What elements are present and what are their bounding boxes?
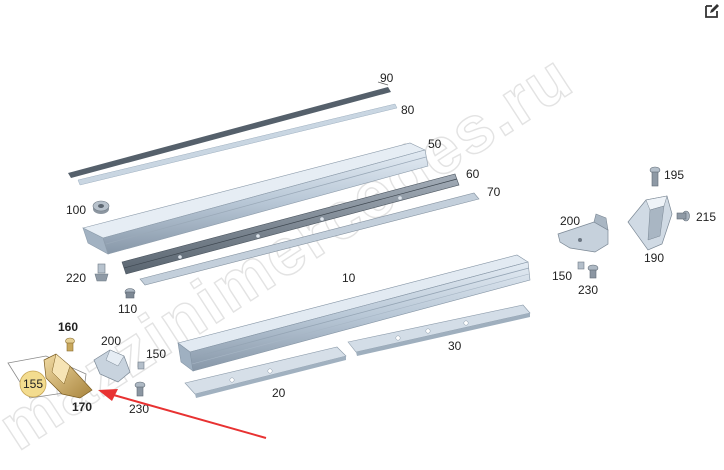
callout-195: 195 xyxy=(664,168,684,182)
callout-170: 170 xyxy=(72,400,92,414)
part-110-screw[interactable] xyxy=(124,288,136,299)
part-80-strip[interactable] xyxy=(77,103,398,186)
callout-30: 30 xyxy=(448,339,462,353)
part-195-bolt[interactable] xyxy=(649,166,661,187)
callout-90: 90 xyxy=(380,71,394,85)
callout-150-left: 150 xyxy=(146,347,166,361)
part-170-highlighted[interactable] xyxy=(43,353,93,399)
callout-200-right: 200 xyxy=(560,214,580,228)
callout-20: 20 xyxy=(272,386,286,400)
part-190-bracket[interactable] xyxy=(627,195,673,251)
part-150-nut-right[interactable] xyxy=(577,261,585,270)
part-100-grommet[interactable] xyxy=(92,200,110,214)
part-150-nut-left[interactable] xyxy=(137,361,145,370)
part-160-pin[interactable] xyxy=(65,337,75,352)
part-10-main-rail[interactable] xyxy=(177,254,531,372)
callout-70: 70 xyxy=(487,185,501,199)
part-60-channel[interactable] xyxy=(121,173,460,275)
callout-80: 80 xyxy=(401,103,415,117)
callout-230-left: 230 xyxy=(129,402,149,416)
callout-150-right: 150 xyxy=(552,269,572,283)
callout-190: 190 xyxy=(644,251,664,265)
callout-155: 155 xyxy=(23,377,43,391)
part-200-bracket-right[interactable] xyxy=(557,213,609,253)
callout-50: 50 xyxy=(428,137,442,151)
callout-badge-155[interactable]: 155 xyxy=(19,370,47,398)
part-230-bolt-left[interactable] xyxy=(134,381,146,397)
callout-200-left: 200 xyxy=(101,334,121,348)
part-90-strip[interactable] xyxy=(68,87,391,178)
part-50-rail[interactable] xyxy=(82,142,429,255)
red-arrow xyxy=(98,389,267,439)
callout-110: 110 xyxy=(118,302,137,316)
callout-220: 220 xyxy=(66,271,86,285)
part-215-screw[interactable] xyxy=(676,210,690,222)
part-220-clip[interactable] xyxy=(94,263,109,282)
part-200-bracket-left[interactable] xyxy=(93,349,131,383)
part-20-strip[interactable] xyxy=(184,346,347,398)
part-70-rod[interactable] xyxy=(139,192,480,286)
callout-215: 215 xyxy=(696,210,716,224)
callout-10: 10 xyxy=(342,271,356,285)
part-230-bolt-right[interactable] xyxy=(587,264,599,279)
callout-230-right: 230 xyxy=(578,283,598,297)
edit-icon[interactable] xyxy=(703,2,721,20)
callout-60: 60 xyxy=(466,167,480,181)
callout-100: 100 xyxy=(66,203,86,217)
part-30-strip[interactable] xyxy=(347,304,531,356)
callout-160: 160 xyxy=(58,320,78,334)
